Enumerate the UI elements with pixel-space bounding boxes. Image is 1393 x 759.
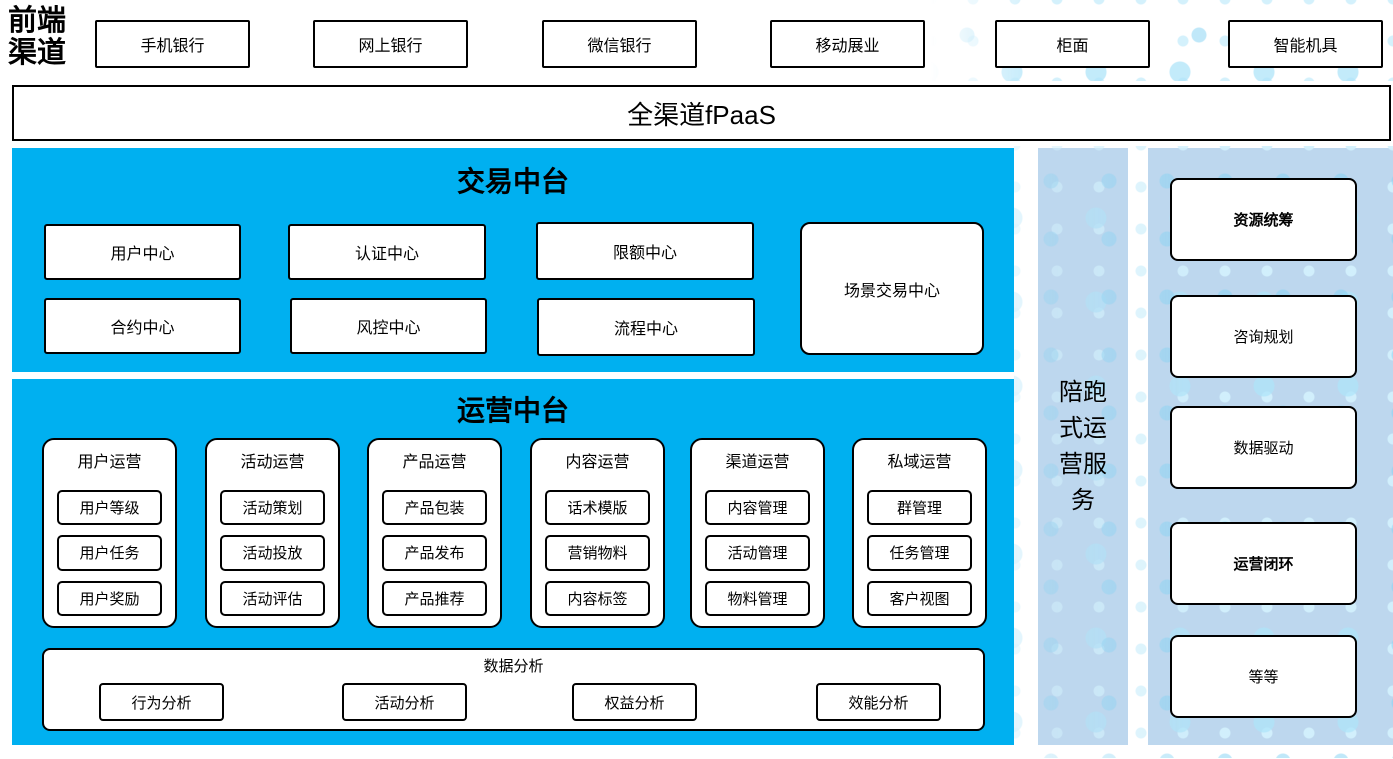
center-box-limit: 限额中心 [536,222,754,280]
service-box-ops-loop: 运营闭环 [1170,522,1357,605]
ops-column-header: 内容运营 [565,454,630,471]
ops-item: 活动评估 [220,580,325,616]
ops-item: 用户等级 [57,490,162,526]
trade-platform: 交易中台 用户中心 认证中心 限额中心 场景交易中心 合约中心 风控中心 流程中… [12,148,1014,372]
channel-box-counter: 柜面 [995,20,1150,68]
ops-column-product: 产品运营 产品包装 产品发布 产品推荐 [367,438,502,628]
center-box-process: 流程中心 [537,298,755,356]
ops-item: 用户任务 [57,535,162,571]
service-box-consulting: 咨询规划 [1170,295,1357,378]
channel-box-mobile-banking: 手机银行 [95,20,250,68]
ops-item: 话术模版 [545,490,650,526]
analysis-item-rights: 权益分析 [572,683,697,721]
service-box-data-driven: 数据驱动 [1170,406,1357,489]
side-service-label: 陪跑式运营服务 [1059,378,1107,514]
ops-item: 产品包装 [382,490,487,526]
center-box-risk: 风控中心 [290,298,487,354]
data-analysis-band: 数据分析 行为分析 活动分析 权益分析 效能分析 [42,648,985,731]
ops-item: 客户视图 [867,580,972,616]
ops-item: 活动策划 [220,490,325,526]
center-box-scene-trade: 场景交易中心 [800,222,984,355]
trade-platform-title: 交易中台 [456,166,569,197]
channel-box-wechat-banking: 微信银行 [542,20,697,68]
analysis-item-efficiency: 效能分析 [816,683,941,721]
data-analysis-title: 数据分析 [483,658,544,675]
ops-item: 活动投放 [220,535,325,571]
ops-column-content: 内容运营 话术模版 营销物料 内容标签 [530,438,665,628]
ops-platform-title: 运营中台 [456,395,569,426]
ops-column-header: 用户运营 [77,454,142,471]
right-service-panel: 资源统筹 咨询规划 数据驱动 运营闭环 等等 [1148,148,1393,745]
ops-item: 群管理 [867,490,972,526]
ops-item: 活动管理 [705,535,810,571]
channel-box-smart-devices: 智能机具 [1228,20,1383,68]
center-box-contract: 合约中心 [44,298,241,354]
ops-item: 任务管理 [867,535,972,571]
channel-box-mobile-sales: 移动展业 [770,20,925,68]
center-box-auth: 认证中心 [288,224,486,280]
front-channels-label: 前端 渠道 [8,3,67,70]
ops-column-private-domain: 私域运营 群管理 任务管理 客户视图 [852,438,987,628]
center-box-user: 用户中心 [44,224,241,280]
ops-item: 物料管理 [705,580,810,616]
ops-column-header: 产品运营 [402,454,467,471]
ops-platform: 运营中台 用户运营 用户等级 用户任务 用户奖励 活动运营 活动策划 活动投放 … [12,379,1014,745]
ops-column-channel: 渠道运营 内容管理 活动管理 物料管理 [690,438,825,628]
analysis-item-behavior: 行为分析 [99,683,224,721]
service-box-etc: 等等 [1170,635,1357,718]
ops-column-user: 用户运营 用户等级 用户任务 用户奖励 [42,438,177,628]
analysis-item-activity: 活动分析 [342,683,467,721]
ops-column-header: 渠道运营 [725,454,790,471]
ops-column-header: 私域运营 [887,454,952,471]
ops-item: 内容标签 [545,580,650,616]
side-service-bar: 陪跑式运营服务 [1038,148,1128,745]
ops-item: 产品发布 [382,535,487,571]
ops-column-header: 活动运营 [240,454,305,471]
ops-item: 用户奖励 [57,580,162,616]
service-box-resource-planning: 资源统筹 [1170,178,1357,261]
fpaas-bar: 全渠道fPaaS [12,85,1391,141]
ops-item: 营销物料 [545,535,650,571]
ops-item: 内容管理 [705,490,810,526]
ops-column-activity: 活动运营 活动策划 活动投放 活动评估 [205,438,340,628]
ops-item: 产品推荐 [382,580,487,616]
channel-box-online-banking: 网上银行 [313,20,468,68]
